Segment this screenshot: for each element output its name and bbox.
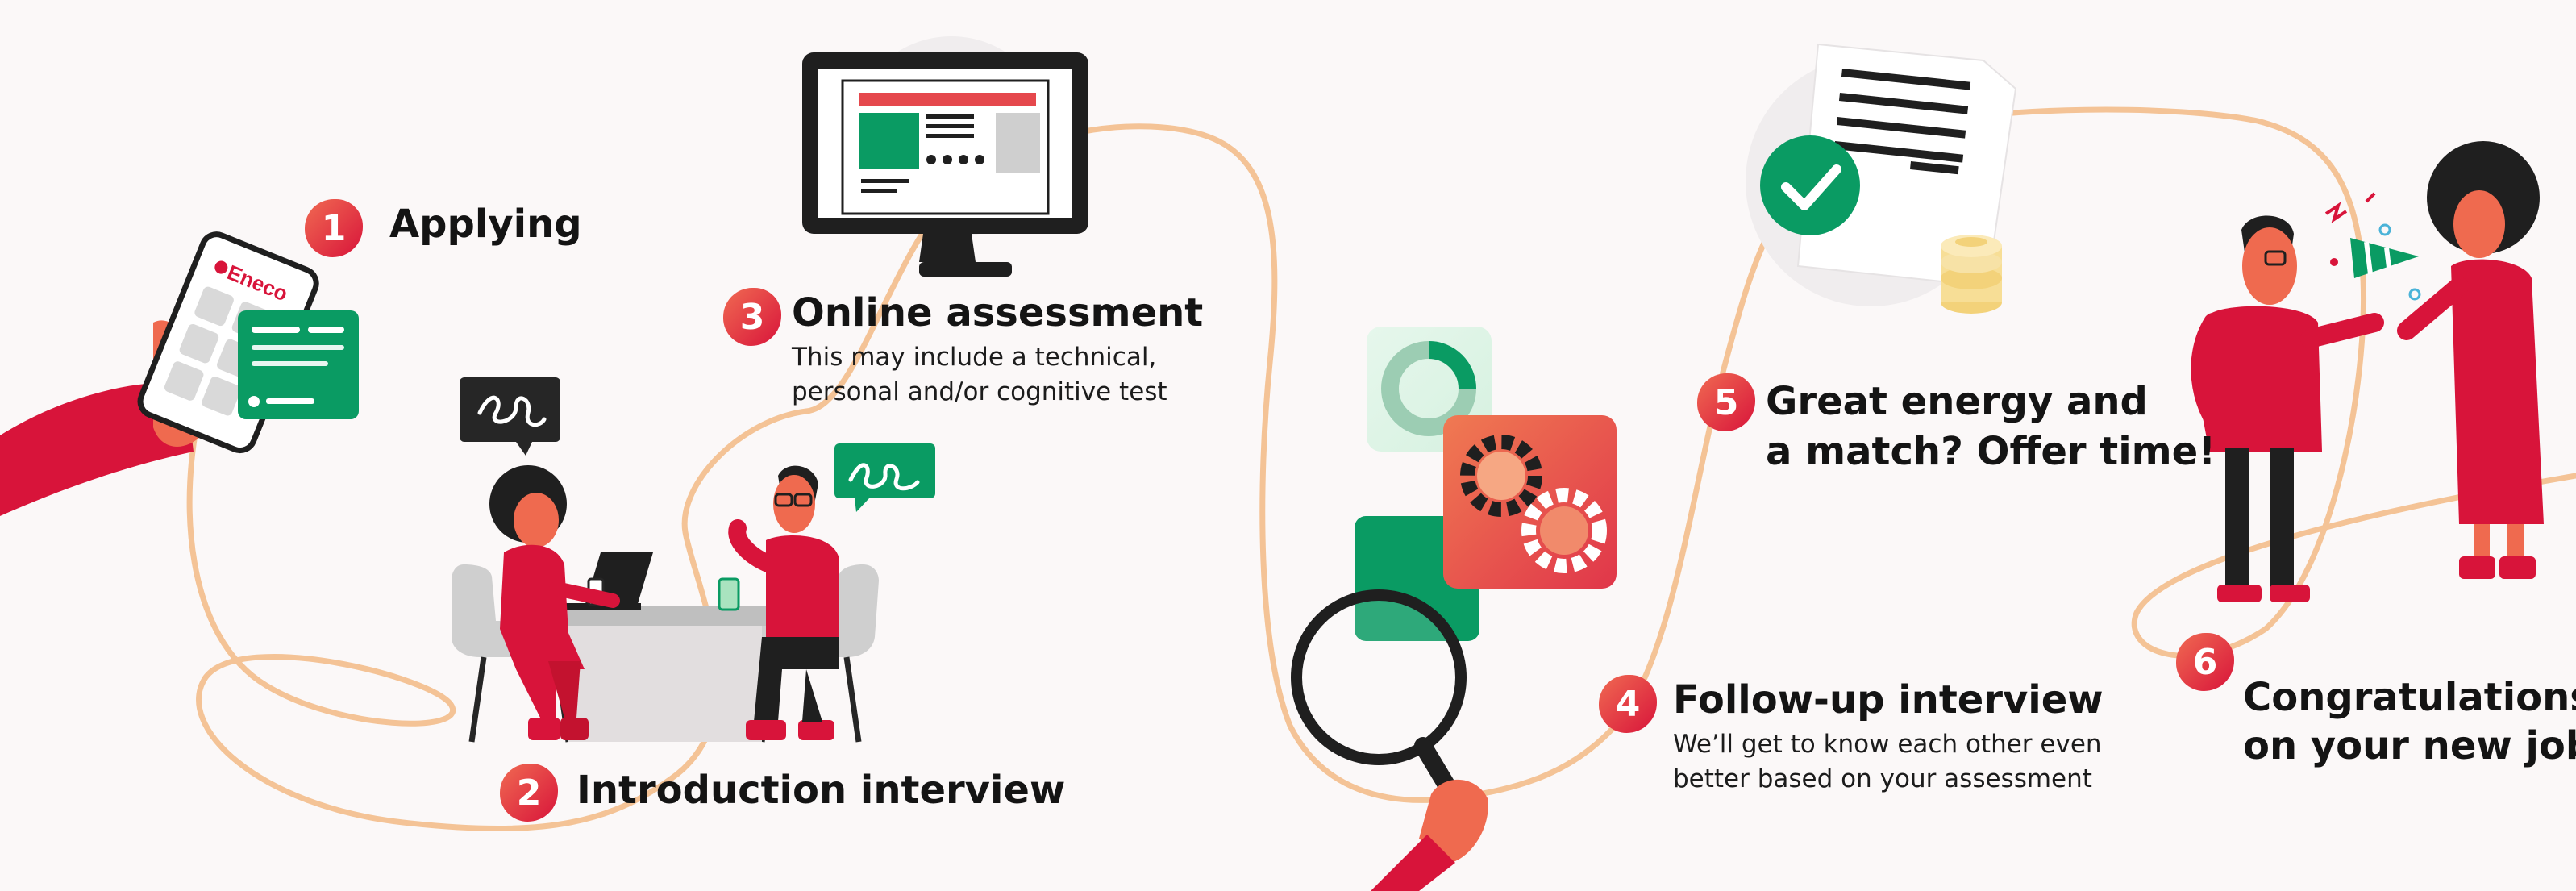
step-title: Online assessment [792, 290, 1204, 335]
assessment-illustration [1291, 327, 1617, 891]
gear-cog-icon [1460, 435, 1542, 517]
person-body [2451, 259, 2544, 524]
step-description: This may include a technical, [792, 343, 1157, 372]
applying-illustration: Eneco [0, 231, 359, 516]
step-title: on your new job! [2243, 723, 2576, 768]
step-number-badge: 5 [1697, 373, 1755, 431]
gear-cog-icon [1521, 488, 1607, 573]
step-number-badge: 3 [723, 288, 781, 346]
desk [568, 609, 762, 742]
step-number-badge: 4 [1599, 675, 1657, 733]
person-body [500, 544, 585, 669]
step-title: Follow-up interview [1673, 677, 2104, 722]
coin-stack-icon [1941, 235, 2002, 314]
checkmark-icon [1760, 135, 1860, 235]
hand [1419, 779, 1488, 863]
offer-illustration [1746, 43, 2017, 314]
speech-bubble-icon [834, 443, 935, 512]
magnifying-glass-icon [1291, 589, 1488, 891]
step-title: Great energy and [1766, 379, 2148, 424]
step-number-badge: 2 [500, 764, 558, 822]
step-number-badge: 6 [2176, 633, 2234, 691]
step-description: personal and/or cognitive test [792, 377, 1167, 406]
step-description: better based on your assessment [1673, 764, 2092, 793]
step-title: Congratulations [2243, 675, 2576, 720]
person-body [766, 535, 839, 637]
step-description: We’ll get to know each other even [1673, 730, 2102, 759]
step-title: Introduction interview [576, 768, 1066, 813]
party-horn-icon [2350, 238, 2419, 278]
step-title: Applying [389, 202, 582, 247]
computer-monitor-icon [802, 36, 1088, 277]
speech-bubble-icon [460, 377, 560, 456]
introduction-interview-illustration [452, 377, 935, 743]
arm [1371, 835, 1455, 891]
congratulations-illustration [2191, 141, 2544, 602]
person-body [2197, 306, 2322, 452]
application-card-icon [238, 310, 359, 419]
step-title: a match? Offer time! [1766, 429, 2216, 474]
step-number-badge: 1 [305, 199, 363, 257]
